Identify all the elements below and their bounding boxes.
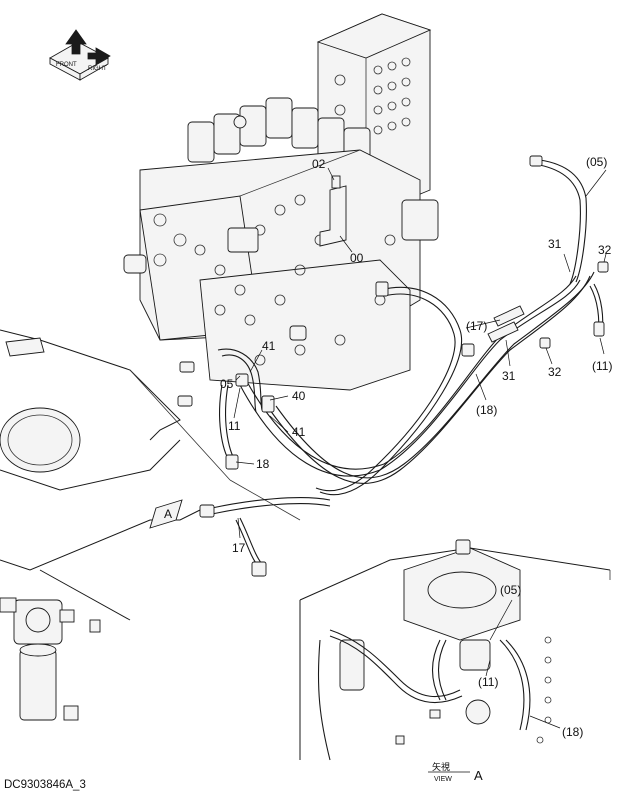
callout-18-paren: (18) [476,403,497,417]
hydraulic-hoses [177,155,609,577]
frame-outline [0,329,301,571]
callout-17: 17 [232,541,246,555]
inset-callout-18-paren: (18) [562,725,583,739]
orientation-compass-icon: FRONT RIGHT [49,29,111,81]
callout-32-lower: 32 [548,365,562,379]
view-arrow-label: A [164,507,172,521]
view-arrow-a: A [149,499,183,529]
callout-00: 00 [350,251,364,265]
inset-callout-05-paren: (05) [500,583,521,597]
inset-view-a [299,539,611,761]
callout-31-lower: 31 [502,369,516,383]
callout-11-paren: (11) [592,359,612,373]
filter-assembly [0,569,131,721]
view-label-jp: 矢視 [432,761,450,772]
callout-41-lower: 41 [292,425,306,439]
callout-18: 18 [256,457,270,471]
callout-32-upper: 32 [598,243,612,257]
control-valve-assembly [123,13,439,391]
inset-callout-11-paren: (11) [478,675,498,689]
callout-02: 02 [312,157,326,171]
callout-05-top: (05) [586,155,607,169]
compass-front-label: FRONT [56,62,77,68]
view-label: 矢視 VIEW A [428,761,483,783]
callout-31-upper: 31 [548,237,562,251]
callout-17-paren: (17) [466,319,487,333]
callout-41-upper: 41 [262,339,276,353]
callout-11: 11 [228,419,241,433]
callout-05-left: 05 [220,377,234,391]
main-callouts: 02 00 (05) 31 32 (17) (11) 32 31 (18) 41… [220,155,612,555]
leader-lines [233,167,607,729]
callout-40: 40 [292,389,306,403]
view-label-en: VIEW [434,776,452,783]
compass-right-label: RIGHT [88,66,107,72]
document-code: DC9303846A_3 [4,779,86,791]
view-label-letter: A [474,768,483,783]
inset-callouts: (05) (11) (18) [478,583,583,739]
